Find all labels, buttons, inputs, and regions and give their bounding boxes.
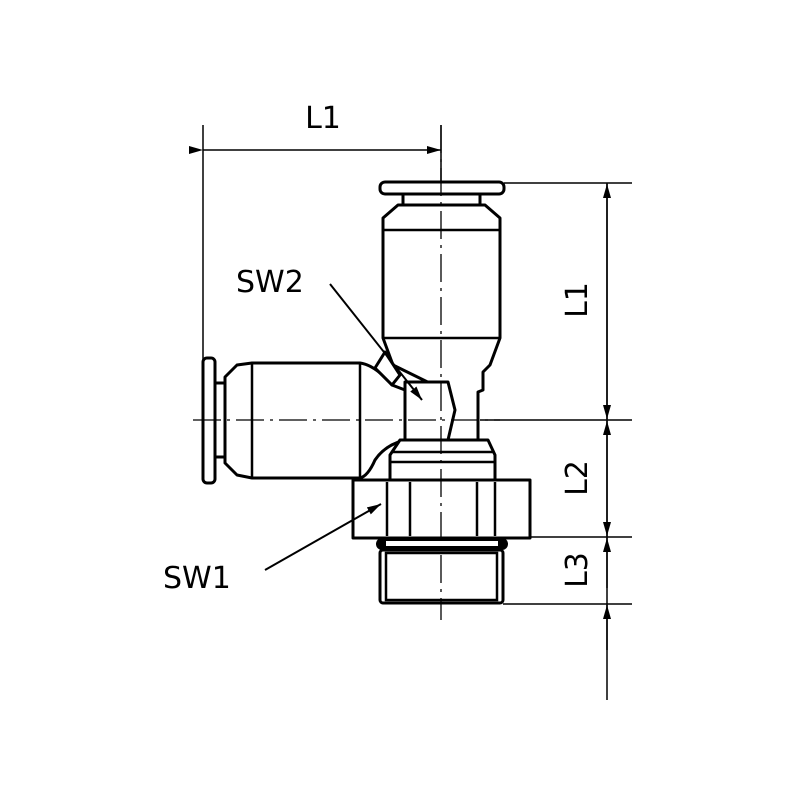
sw2-callout: SW2 [236, 265, 423, 401]
right-dimensions: L1 L2 L3 [560, 183, 611, 700]
horizontal-push-in-port [201, 350, 407, 485]
top-l1-label: L1 [305, 101, 341, 136]
right-l1-label: L1 [560, 282, 595, 318]
top-l1-dimension: L1 [189, 101, 441, 154]
swivel-cone [388, 438, 497, 482]
right-l2-label: L2 [560, 460, 595, 496]
sw1-callout: SW1 [163, 503, 382, 596]
sw2-label: SW2 [236, 265, 304, 300]
sw1-label: SW1 [163, 561, 231, 596]
sw2-hex [403, 380, 457, 442]
threaded-stud [376, 538, 508, 605]
right-l3-label: L3 [560, 552, 595, 588]
